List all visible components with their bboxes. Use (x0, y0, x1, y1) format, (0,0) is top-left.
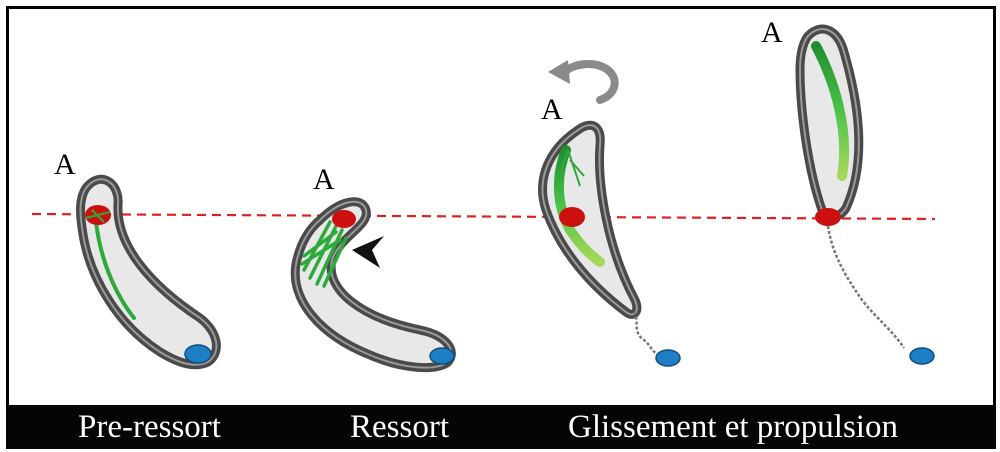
cell-pre-ressort (76, 174, 221, 370)
rotation-arrow-icon (561, 60, 619, 104)
caption-pre-ressort: Pre-ressort (78, 409, 221, 445)
reference-line (31, 212, 936, 221)
anchor-pole (559, 207, 585, 227)
filament (94, 220, 136, 320)
caption-ressort: Ressort (350, 409, 449, 445)
caption-bar (6, 405, 996, 449)
label-a-stage3: A (541, 93, 563, 126)
tether (632, 311, 663, 358)
rear-disc (184, 344, 212, 364)
anchor-pole (815, 208, 841, 226)
label-a-stage1: A (54, 148, 76, 181)
rear-disc (909, 347, 935, 365)
cell-glissement (538, 60, 681, 367)
rear-disc (655, 349, 681, 367)
tether (826, 225, 906, 349)
arrowhead-icon (352, 236, 384, 268)
cell-ressort (290, 197, 456, 373)
label-a-stage4: A (761, 16, 783, 49)
compressed-filament (300, 220, 348, 288)
cell-propulsion (795, 24, 935, 365)
caption-glissement-propulsion: Glissement et propulsion (568, 409, 898, 445)
rear-disc (429, 347, 455, 365)
label-a-stage2: A (313, 163, 335, 196)
filament (811, 41, 850, 181)
anchor-pole (332, 210, 356, 228)
